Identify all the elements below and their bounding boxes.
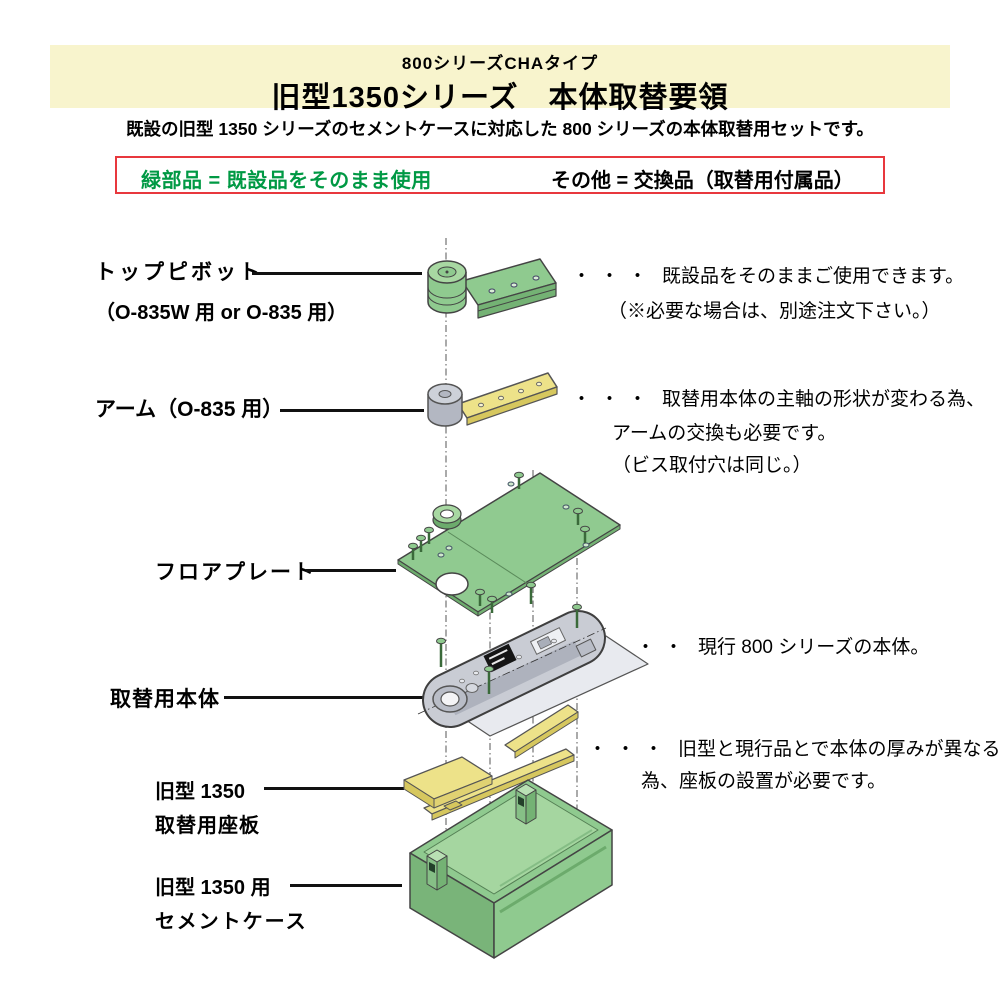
note-arm-line1: ・・・取替用本体の主軸の形状が変わる為、 <box>572 389 986 410</box>
note-seat-plate-line2: 為、座板の設置が必要です。 <box>641 771 887 792</box>
label-top-pivot-sub: （O-835W 用 or O-835 用） <box>95 302 348 324</box>
label-floor-plate: フロアプレート <box>155 561 316 584</box>
note-dots: ・・・ <box>572 266 657 287</box>
header-series-line: 800シリーズCHAタイプ <box>401 54 599 73</box>
leader-arm <box>280 409 424 412</box>
label-replacement-body: 取替用本体 <box>110 688 220 711</box>
legend-other-rule: その他 = 交換品（取替用付属品） <box>551 170 854 192</box>
legend-green-rule: 緑部品 = 既設品をそのまま使用 <box>141 170 432 192</box>
legend-box: 緑部品 = 既設品をそのまま使用 その他 = 交換品（取替用付属品） <box>115 156 885 194</box>
label-cement-case-1: 旧型 1350 用 <box>155 877 271 899</box>
replacement-body-drawing <box>417 581 649 737</box>
anchor-pillar-2 <box>515 783 537 825</box>
label-seat-plate-2: 取替用座板 <box>155 815 260 837</box>
leader-floor-plate <box>306 569 396 572</box>
seat-plate-drawing <box>403 704 579 821</box>
floor-plate-drawing <box>397 471 621 617</box>
exploded-view-drawing <box>397 238 649 959</box>
label-seat-plate-1: 旧型 1350 <box>155 781 246 803</box>
top-pivot-drawing <box>427 258 557 319</box>
page-title: 旧型1350シリーズ 本体取替要領 <box>271 82 729 114</box>
label-cement-case-2: セメントケース <box>155 911 308 933</box>
arm-drawing <box>427 372 558 427</box>
note-arm-line3: （ビス取付穴は同じ。） <box>612 455 812 476</box>
header-banner: 800シリーズCHAタイプ 旧型1350シリーズ 本体取替要領 <box>50 45 950 114</box>
floor-plate-screws <box>411 477 587 613</box>
body-screws <box>436 581 582 694</box>
note-dots: ・・・ <box>572 389 657 410</box>
anchor-pillar-1 <box>426 849 448 891</box>
note-top-pivot-line2: （※必要な場合は、別途注文下さい。） <box>608 301 941 322</box>
note-dots: ・・・ <box>588 739 673 760</box>
leader-top-pivot <box>252 272 422 275</box>
cement-case-drawing <box>409 779 613 959</box>
label-arm: アーム（O-835 用） <box>95 398 284 421</box>
floor-plate-screw-heads <box>408 471 590 603</box>
leader-seat-plate <box>264 787 404 790</box>
leader-replacement-body <box>224 696 432 699</box>
leader-cement-case <box>290 884 402 887</box>
body-name-label <box>483 643 517 673</box>
note-top-pivot-line1: ・・・既設品をそのままご使用できます。 <box>572 266 965 287</box>
note-seat-plate-line1: ・・・旧型と現行品とで本体の厚みが異なる <box>588 739 1000 760</box>
label-top-pivot: トップピボット <box>95 261 263 284</box>
note-arm-line2: アームの交換も必要です。 <box>612 423 837 444</box>
subtitle: 既設の旧型 1350 シリーズのセメントケースに対応した 800 シリーズの本体… <box>126 119 874 139</box>
